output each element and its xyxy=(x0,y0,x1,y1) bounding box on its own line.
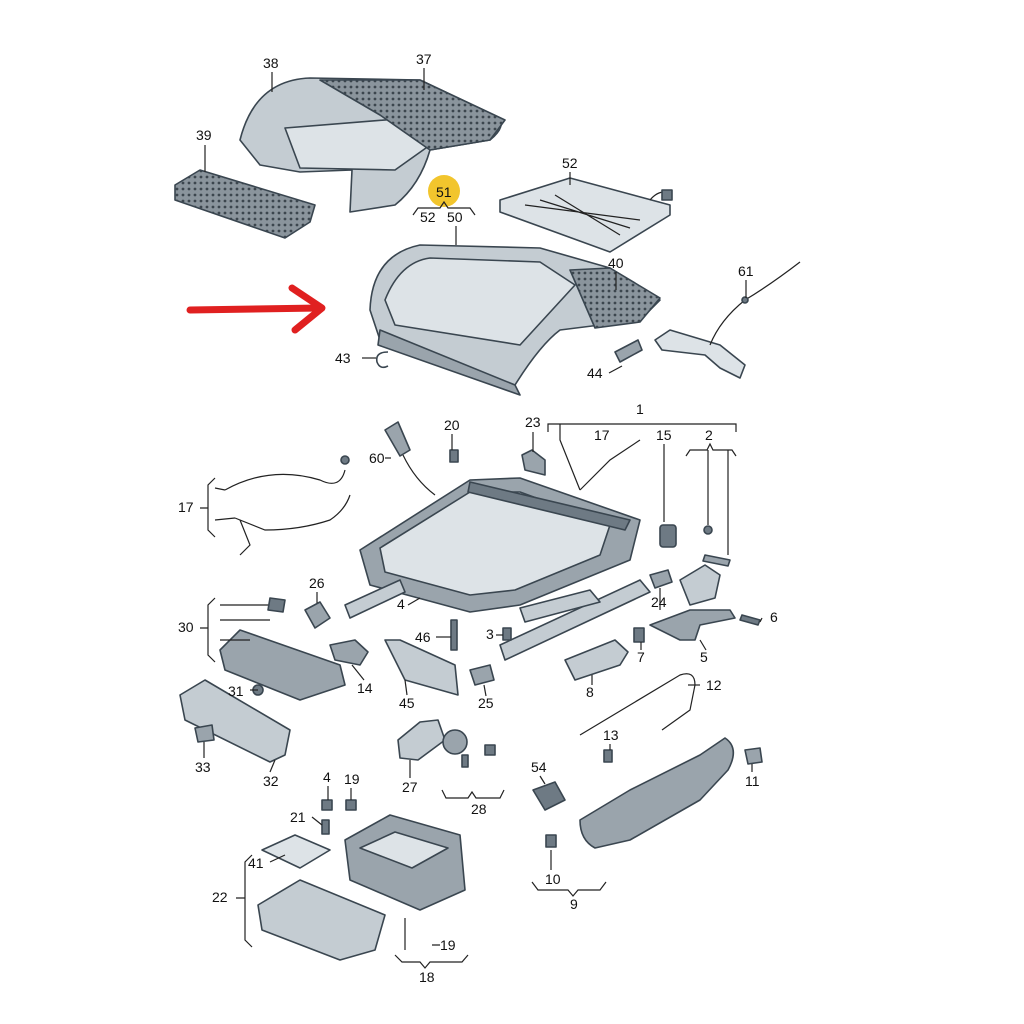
label-22: 22 xyxy=(212,889,228,905)
bracket-part-44 xyxy=(614,339,643,363)
callout-labels: 38 37 39 51 52 50 52 40 61 43 44 1 20 23… xyxy=(178,51,778,985)
label-8: 8 xyxy=(586,684,594,700)
bolt-part-6 xyxy=(739,614,761,626)
label-40: 40 xyxy=(608,255,624,271)
label-27: 27 xyxy=(402,779,418,795)
label-37: 37 xyxy=(416,51,432,67)
label-2: 2 xyxy=(705,427,713,443)
trim-part-45 xyxy=(384,639,459,696)
label-43: 43 xyxy=(335,350,351,366)
drawer-part-22 xyxy=(257,879,386,961)
bolt-part-20 xyxy=(449,449,459,463)
label-26: 26 xyxy=(309,575,325,591)
label-5: 5 xyxy=(700,649,708,665)
switch-part-15 xyxy=(659,524,677,548)
label-24: 24 xyxy=(651,594,667,610)
label-32: 32 xyxy=(263,773,279,789)
label-4b: 4 xyxy=(323,769,331,785)
pad-part-14 xyxy=(329,639,369,666)
seat-frame-part-1 xyxy=(344,477,651,661)
label-3: 3 xyxy=(486,626,494,642)
belt-buckle-part-60 xyxy=(384,421,436,496)
label-4a: 4 xyxy=(397,596,405,612)
mat-part-41 xyxy=(261,834,331,869)
wiring-frame-part-61 xyxy=(654,261,801,379)
clip-part-7 xyxy=(633,627,645,643)
screw-part-13 xyxy=(603,749,613,763)
seat-cushion-part-40 xyxy=(369,244,661,396)
label-50: 50 xyxy=(447,209,463,225)
label-25: 25 xyxy=(478,695,494,711)
label-46: 46 xyxy=(415,629,431,645)
label-20: 20 xyxy=(444,417,460,433)
clip-part-10 xyxy=(545,834,557,848)
knob-part-27 xyxy=(397,719,446,761)
label-9: 9 xyxy=(570,896,578,912)
motor-part-28 xyxy=(442,729,496,768)
label-61: 61 xyxy=(738,263,754,279)
label-52b: 52 xyxy=(562,155,578,171)
cable-part-17a xyxy=(579,439,641,491)
label-17a: 17 xyxy=(594,427,610,443)
clip-part-11 xyxy=(744,747,763,765)
highlight-marker xyxy=(428,175,460,207)
label-1: 1 xyxy=(636,401,644,417)
label-44: 44 xyxy=(587,365,603,381)
label-33: 33 xyxy=(195,759,211,775)
side-panel-part-9 xyxy=(579,737,735,849)
trim-part-8 xyxy=(564,639,629,681)
bracket-part-23 xyxy=(521,449,546,476)
label-39: 39 xyxy=(196,127,212,143)
lever-part-5 xyxy=(649,609,736,641)
label-18: 18 xyxy=(419,969,435,985)
trim-cover-part-32 xyxy=(179,679,291,763)
label-52a: 52 xyxy=(420,209,436,225)
label-10: 10 xyxy=(545,871,561,887)
screw-part-3 xyxy=(502,627,512,641)
label-45: 45 xyxy=(399,695,415,711)
label-17b: 17 xyxy=(178,499,194,515)
clip-part-33 xyxy=(194,724,215,743)
label-51: 51 xyxy=(436,184,452,200)
switch-part-54 xyxy=(532,781,566,811)
bolt-part-46 xyxy=(450,619,458,651)
clip-part-19b xyxy=(345,799,357,811)
label-11: 11 xyxy=(745,773,760,789)
red-arrow-indicator xyxy=(186,284,326,334)
label-12: 12 xyxy=(706,677,722,693)
label-30: 30 xyxy=(178,619,194,635)
label-23: 23 xyxy=(525,414,541,430)
rod-part-12 xyxy=(579,673,696,736)
label-13: 13 xyxy=(603,727,619,743)
cover-plate-part-30 xyxy=(219,597,346,701)
foam-insert-part-39 xyxy=(174,169,316,239)
leader-lines xyxy=(200,68,763,969)
label-19a: 19 xyxy=(344,771,360,787)
label-31: 31 xyxy=(228,683,244,699)
label-19b: 19 xyxy=(440,937,456,953)
storage-frame-part-18 xyxy=(344,814,466,911)
recliner-housing xyxy=(679,564,721,606)
label-38: 38 xyxy=(263,55,279,71)
recliner-part-24 xyxy=(649,569,673,589)
label-41: 41 xyxy=(248,855,264,871)
label-6: 6 xyxy=(770,609,778,625)
label-15: 15 xyxy=(656,427,672,443)
heater-mat-part-52 xyxy=(499,177,673,253)
cable-harness-part-17b xyxy=(224,455,351,556)
label-7: 7 xyxy=(637,649,645,665)
label-28: 28 xyxy=(471,801,487,817)
clip-part-25 xyxy=(469,664,495,686)
label-54: 54 xyxy=(531,759,547,775)
bolts-part-2 xyxy=(702,525,731,567)
label-14: 14 xyxy=(357,680,373,696)
clip-part-4b xyxy=(321,799,333,811)
label-60: 60 xyxy=(369,450,385,466)
bracket-part-26 xyxy=(304,601,331,629)
screw-part-21 xyxy=(321,819,330,835)
label-21: 21 xyxy=(290,809,306,825)
clip-part-43 xyxy=(375,351,389,369)
seat-cover-part-38 xyxy=(239,77,506,213)
